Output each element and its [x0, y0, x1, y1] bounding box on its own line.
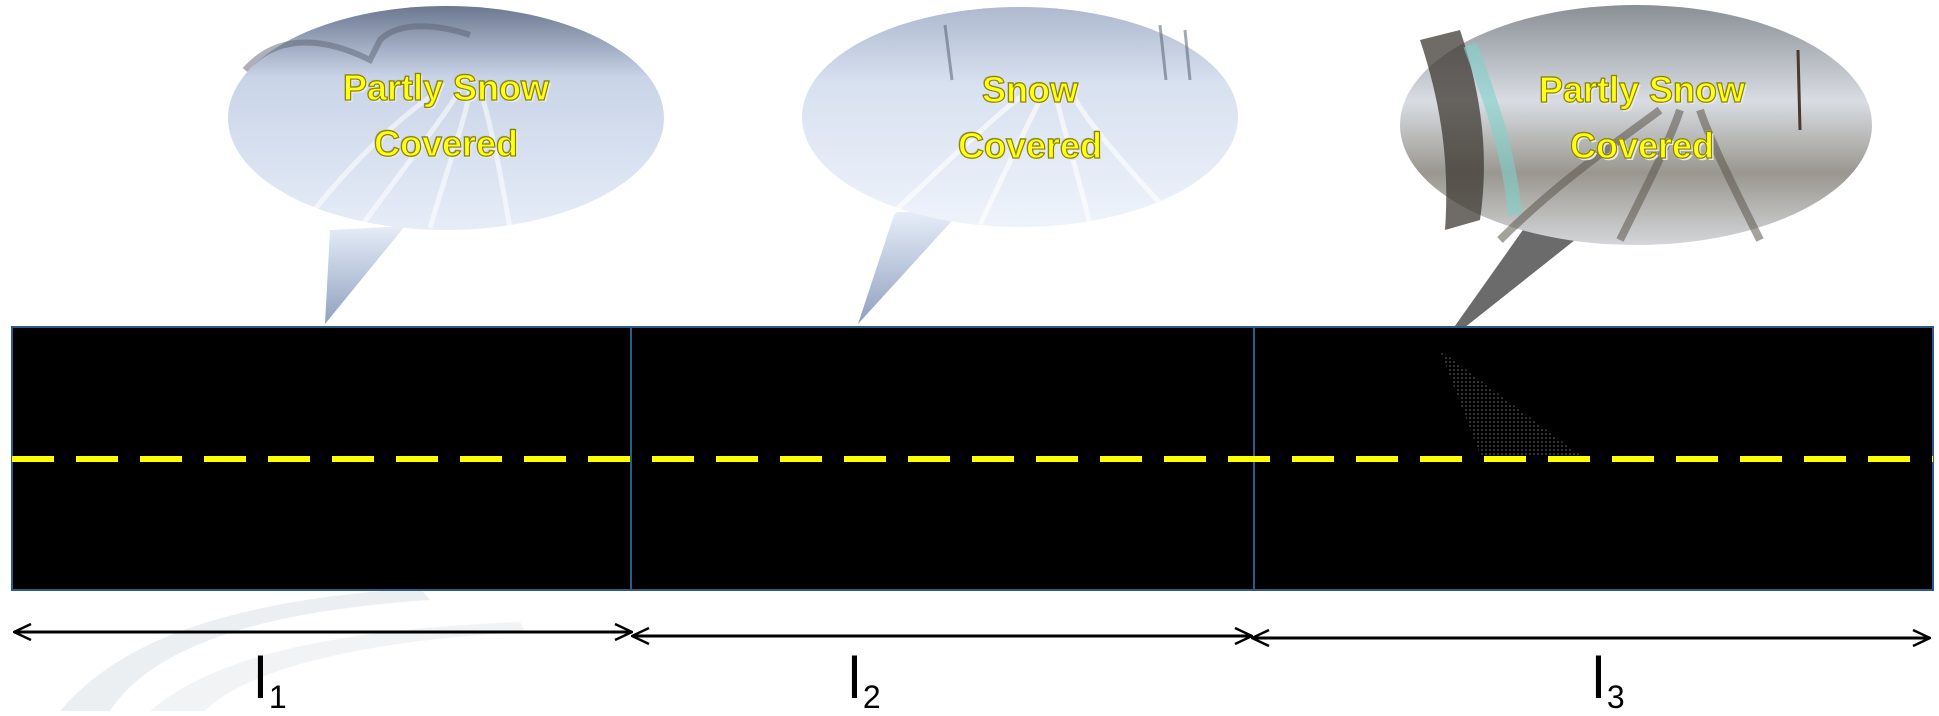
bubble-1-body [228, 6, 664, 230]
bubble-2-label-line1: Snow [981, 68, 1078, 110]
segment-3-label-subscript: 3 [1606, 679, 1625, 715]
bubble-3-label-line1: Partly Snow [1538, 68, 1746, 110]
bubble-1-label-line1: Partly Snow [342, 66, 550, 108]
bubble-2-label: Snow Covered [880, 62, 1180, 174]
segment-1-label-main: l [254, 646, 267, 711]
segment-1-length-label: l1 [254, 650, 287, 716]
bubble-1-label: Partly Snow Covered [296, 60, 596, 172]
bubble-3-label-line2: Covered [1569, 124, 1715, 166]
bubble-2-label-line2: Covered [957, 124, 1103, 166]
road [11, 326, 1934, 591]
bubble-1-label-line2: Covered [373, 122, 519, 164]
dimension-arrows [14, 632, 1930, 638]
bubble-3-tail-shadow [1440, 350, 1580, 455]
bubble-3-tail [1440, 220, 1585, 347]
segment-1-label-subscript: 1 [268, 679, 287, 715]
segment-3-length-label: l3 [1592, 650, 1625, 716]
segment-2-label-subscript: 2 [862, 679, 881, 715]
bubble-3-label: Partly Snow Covered [1492, 62, 1792, 174]
background-swoosh [60, 588, 525, 711]
bubble-2-tail [858, 212, 960, 324]
bubble-1-tail [325, 226, 405, 324]
segment-3-label-main: l [1592, 646, 1605, 711]
bubble-1 [228, 6, 664, 324]
segment-2-label-main: l [848, 646, 861, 711]
segment-2-length-label: l2 [848, 650, 881, 716]
bubble-2 [802, 7, 1238, 324]
